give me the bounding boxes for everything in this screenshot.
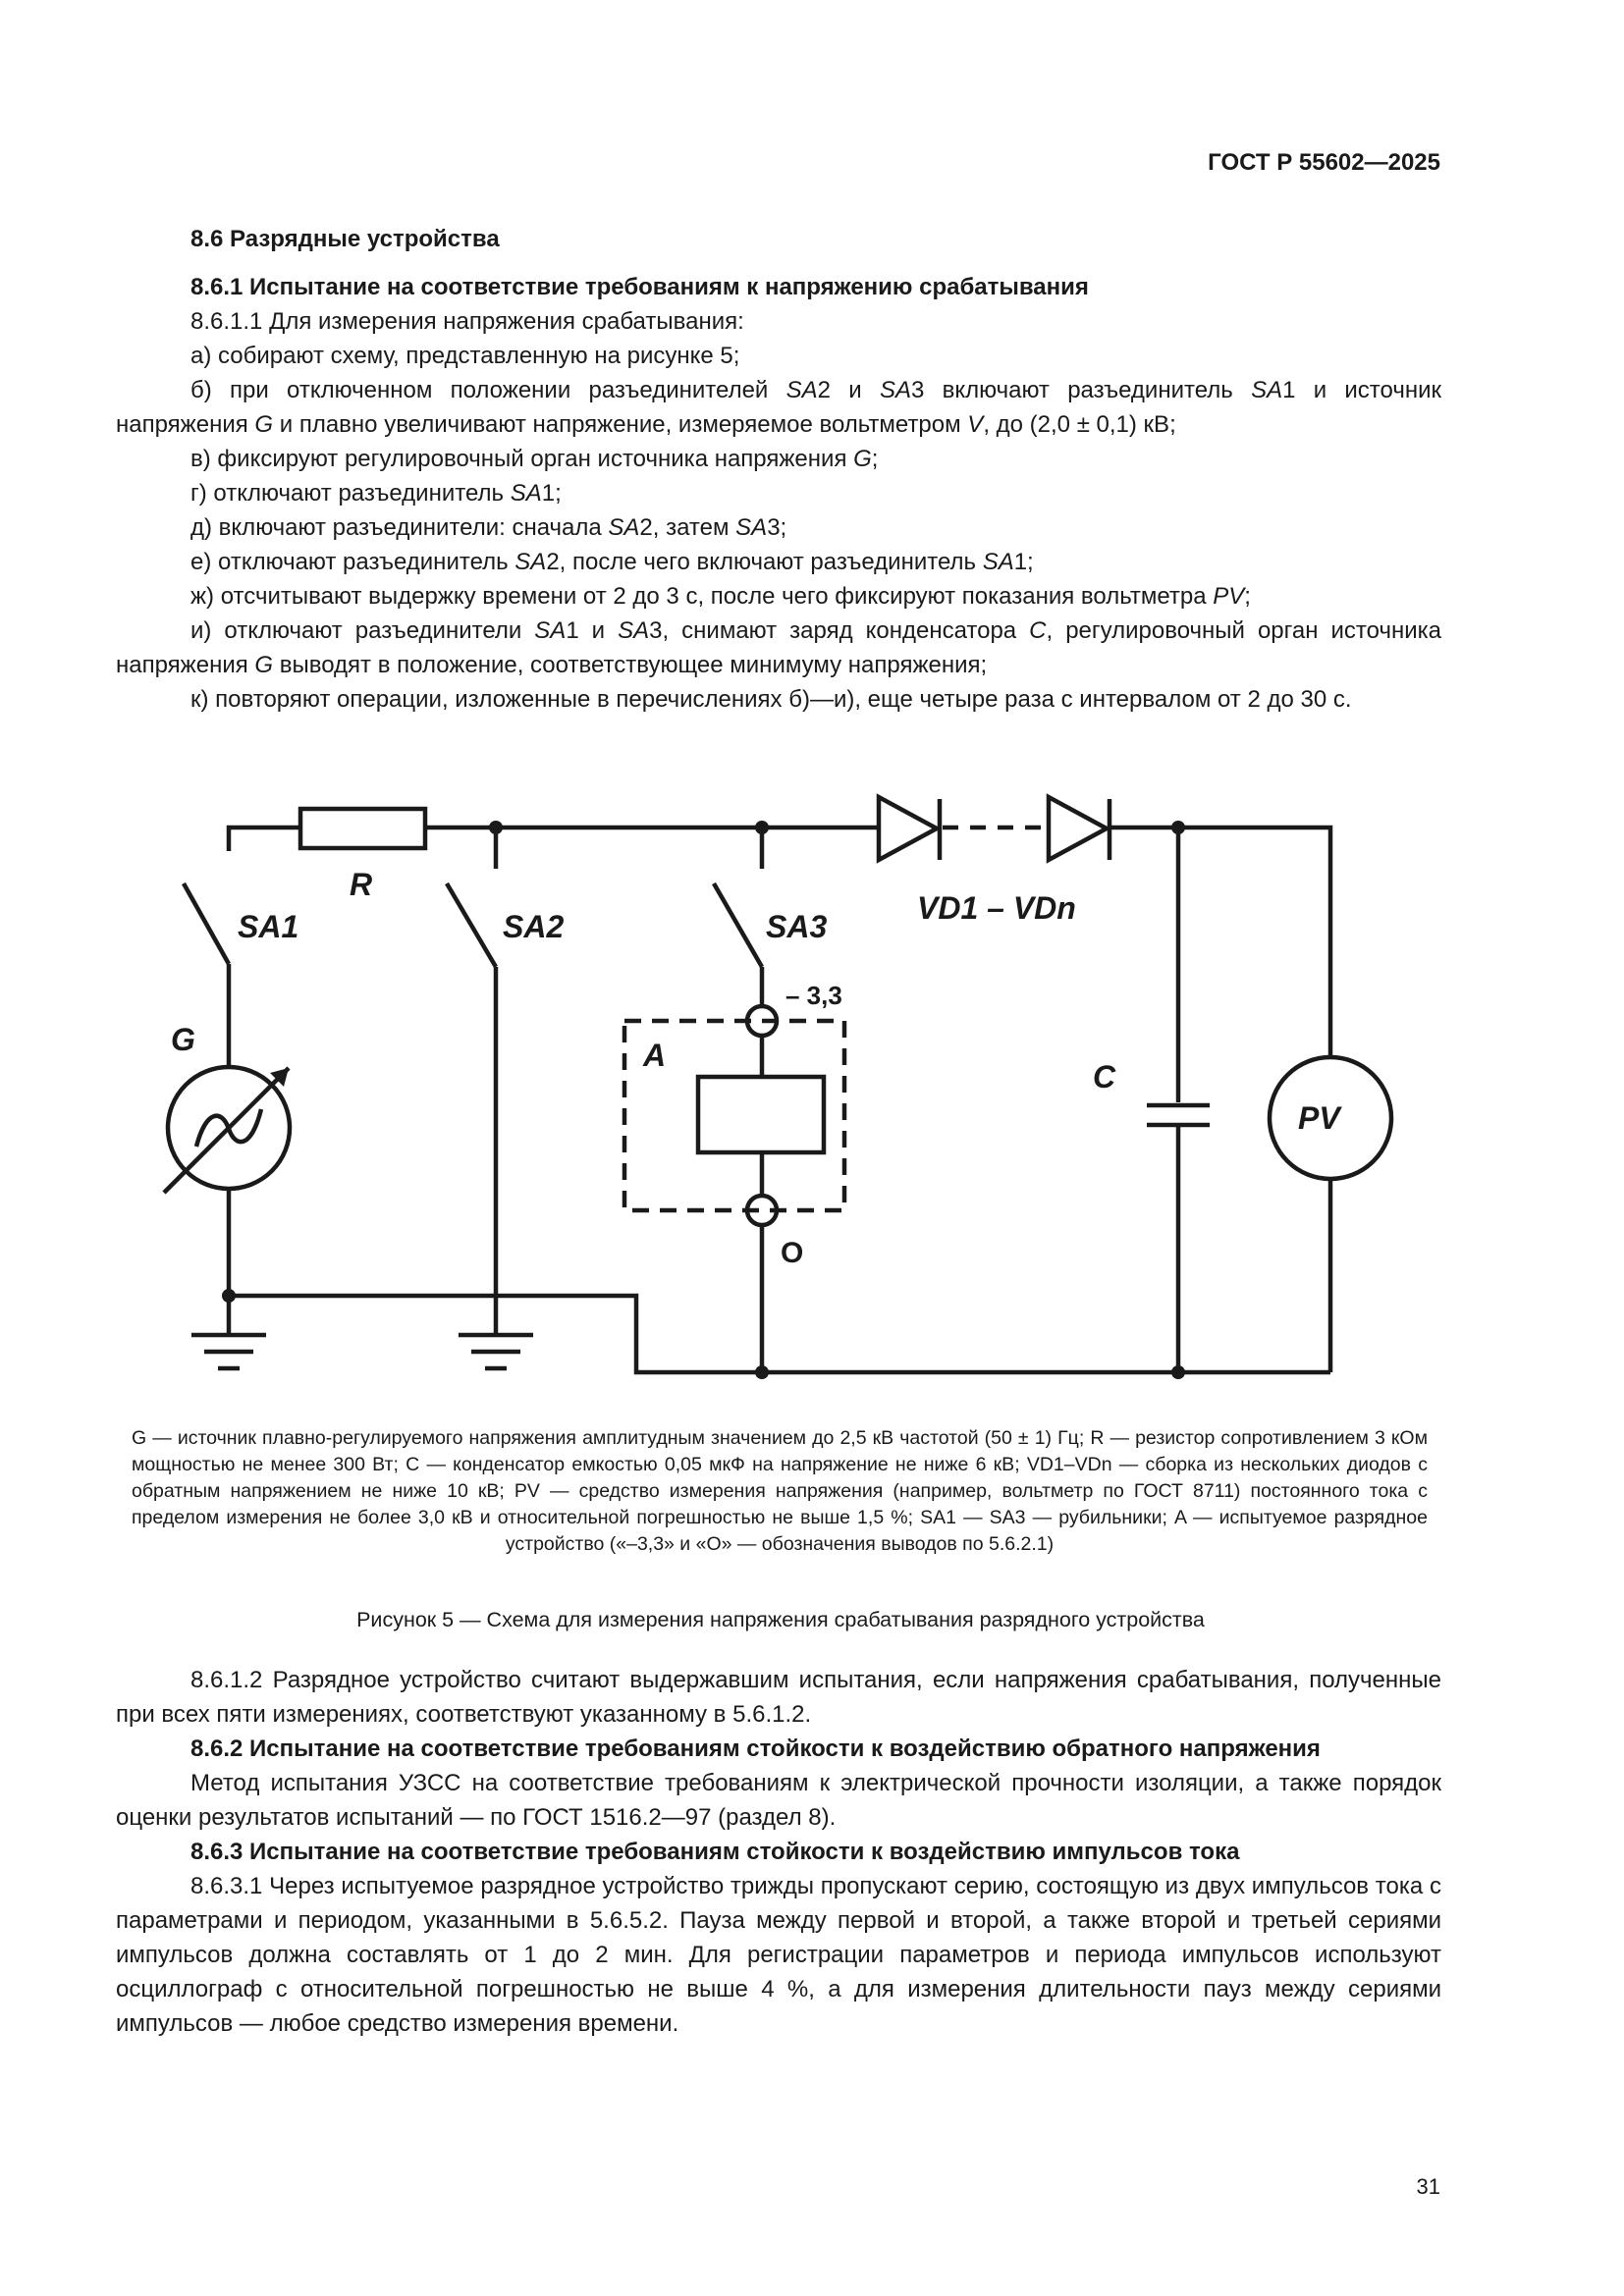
list-item-d: д) включают разъединители: сначала SA2, …: [190, 514, 787, 541]
paragraph-8-6-1-1: 8.6.1.1 Для измерения напряжения срабаты…: [190, 308, 744, 335]
ground-mid: [459, 1332, 533, 1371]
device-a-body: [695, 1074, 827, 1155]
list-item-g: г) отключают разъединитель SA1;: [190, 480, 562, 507]
junction-cap-bottom: [1171, 1365, 1185, 1379]
wire-bottom-left: [229, 1293, 1330, 1375]
wire-top-left: [226, 825, 300, 851]
label-a: A: [642, 1038, 666, 1073]
paragraph-8-6-2: Метод испытания УЗСС на соответствие тре…: [116, 1770, 1441, 1831]
junction-sa2: [489, 821, 503, 834]
figure-legend-text: G — источник плавно-регулируемого напряж…: [132, 1427, 1428, 1555]
list-item-v: в) фиксируют регулировочный орган источн…: [190, 446, 879, 472]
label-vd: VD1 – VDn: [917, 890, 1076, 926]
list-item-k: к) повторяют операции, изложенные в пере…: [190, 686, 1352, 713]
ground-left: [191, 1332, 266, 1371]
wire-top-right: [1108, 825, 1333, 1057]
page-number: 31: [1416, 2174, 1440, 2199]
label-r: R: [350, 867, 372, 902]
switch-sa3-blade: [712, 881, 764, 969]
label-term-top: – 3,3: [785, 981, 842, 1010]
junction-g-bottom: [222, 1289, 236, 1303]
label-term-bottom: O: [781, 1237, 803, 1269]
section-8-6-text: 8.6 Разрядные устройства 8.6.1 Испытание…: [116, 222, 1441, 717]
list-item-a: а) собирают схему, представленную на рис…: [190, 343, 740, 369]
diode-vd1: [876, 793, 943, 864]
subsection-heading-8-6-2: 8.6.2 Испытание на соответствие требован…: [190, 1735, 1321, 1762]
label-sa1: SA1: [238, 909, 298, 944]
list-item-e: е) отключают разъединитель SA2, после че…: [190, 549, 1034, 575]
list-item-i: и) отключают разъединители SA1 и SA3, сн…: [116, 617, 1441, 678]
list-item-zh: ж) отсчитывают выдержку времени от 2 до …: [190, 583, 1251, 610]
document-number-header: ГОСТ Р 55602—2025: [1208, 149, 1440, 176]
label-sa3: SA3: [766, 909, 827, 944]
figure-legend: G — источник плавно-регулируемого напряж…: [132, 1425, 1428, 1558]
switch-sa2-blade: [445, 881, 498, 969]
junction-a-bottom: [755, 1365, 769, 1379]
resistor-r: [298, 806, 428, 851]
source-g-arrow: [162, 1066, 291, 1195]
section-heading: 8.6 Разрядные устройства: [190, 226, 500, 252]
junction-sa3: [755, 821, 769, 834]
capacitor-c: [1147, 1102, 1210, 1128]
switch-sa1-blade: [182, 881, 231, 966]
subsection-heading-8-6-1: 8.6.1 Испытание на соответствие требован…: [190, 274, 1089, 300]
junction-cap-top: [1171, 821, 1185, 834]
label-pv: PV: [1298, 1100, 1342, 1136]
subsection-heading-8-6-3: 8.6.3 Испытание на соответствие требован…: [190, 1839, 1240, 1865]
device-a-dashed-box: [622, 1018, 847, 1213]
paragraph-8-6-3-1: 8.6.3.1 Через испытуемое разрядное устро…: [116, 1873, 1441, 2037]
label-g: G: [171, 1022, 195, 1057]
list-item-b: б) при отключенном положении разъедините…: [116, 377, 1442, 438]
diode-vdn: [1046, 793, 1112, 864]
figure-caption: Рисунок 5 — Схема для измерения напряжен…: [356, 1608, 1205, 1631]
label-sa2: SA2: [503, 909, 564, 944]
label-c: C: [1093, 1059, 1116, 1095]
section-after-figure: 8.6.1.2 Разрядное устройство считают выд…: [116, 1663, 1441, 2041]
paragraph-8-6-1-2: 8.6.1.2 Разрядное устройство считают выд…: [116, 1667, 1441, 1728]
